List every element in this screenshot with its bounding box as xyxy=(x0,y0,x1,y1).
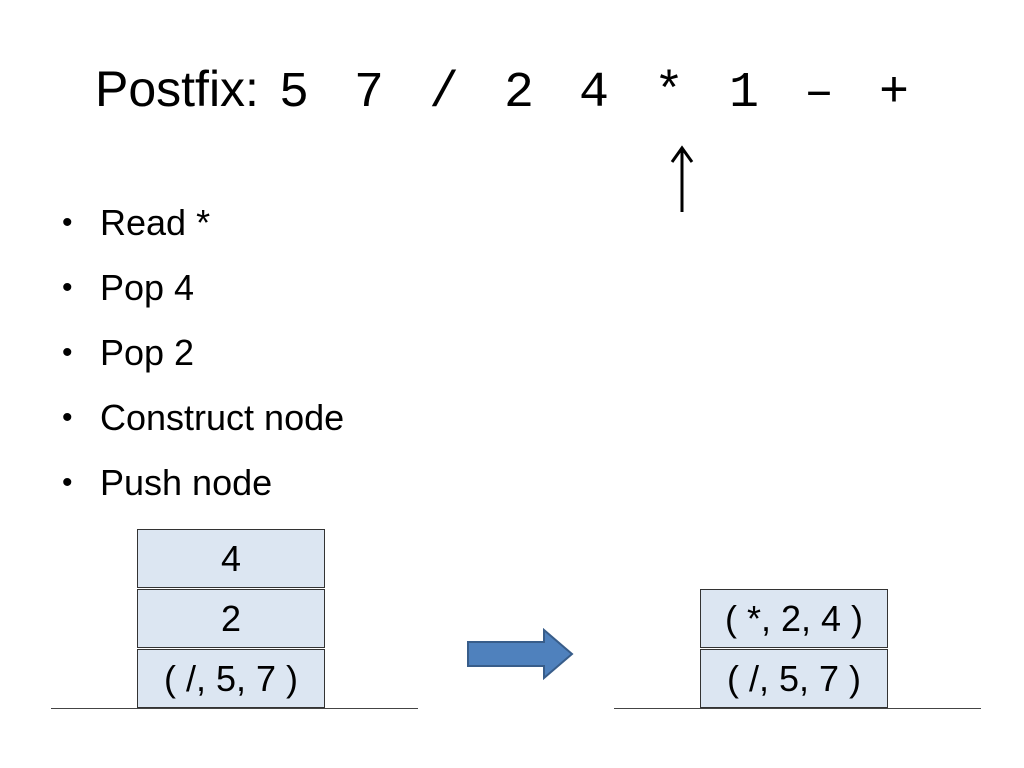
stack-cell: ( /, 5, 7 ) xyxy=(137,649,325,708)
stack-cell: ( *, 2, 4 ) xyxy=(700,589,888,648)
step-item: • Construct node xyxy=(62,385,344,450)
step-text: Pop 2 xyxy=(100,331,195,373)
step-list: • Read * • Pop 4 • Pop 2 • Construct node • P… xyxy=(62,190,344,515)
token-5: * xyxy=(653,65,684,122)
bullet-icon: • xyxy=(62,400,73,434)
step-text: Push node xyxy=(100,461,273,503)
stack-before: 4 2 ( /, 5, 7 ) xyxy=(137,529,325,709)
bullet-icon: • xyxy=(62,465,73,499)
bullet-icon: • xyxy=(62,205,73,239)
token-1: 7 xyxy=(353,65,384,122)
token-3: 2 xyxy=(503,65,534,122)
step-text: Read * xyxy=(100,201,211,243)
stack-after-baseline xyxy=(614,708,981,709)
postfix-label: Postfix: xyxy=(95,61,259,117)
step-text: Construct node xyxy=(100,396,345,438)
token-0: 5 xyxy=(278,65,309,122)
postfix-tokens: 5 7 / 2 4 * 1 – + xyxy=(279,65,954,122)
stack-cell: 2 xyxy=(137,589,325,648)
step-item: • Pop 2 xyxy=(62,320,344,385)
current-token-pointer-icon xyxy=(670,145,694,212)
step-item: • Push node xyxy=(62,450,344,515)
token-6: 1 xyxy=(728,65,759,122)
step-item: • Read * xyxy=(62,190,344,255)
postfix-expression: Postfix: 5 7 / 2 4 * 1 – + xyxy=(95,60,954,130)
step-text: Pop 4 xyxy=(100,266,195,308)
stack-cell: ( /, 5, 7 ) xyxy=(700,649,888,708)
bullet-icon: • xyxy=(62,270,73,304)
right-arrow-icon xyxy=(467,628,574,680)
stack-after: ( *, 2, 4 ) ( /, 5, 7 ) xyxy=(700,589,888,709)
stack-before-baseline xyxy=(51,708,418,709)
bullet-icon: • xyxy=(62,335,73,369)
stack-cell: 4 xyxy=(137,529,325,588)
step-item: • Pop 4 xyxy=(62,255,344,320)
token-8: + xyxy=(878,65,909,122)
token-7: – xyxy=(803,65,834,122)
token-2: / xyxy=(428,65,459,122)
token-4: 4 xyxy=(578,65,609,122)
